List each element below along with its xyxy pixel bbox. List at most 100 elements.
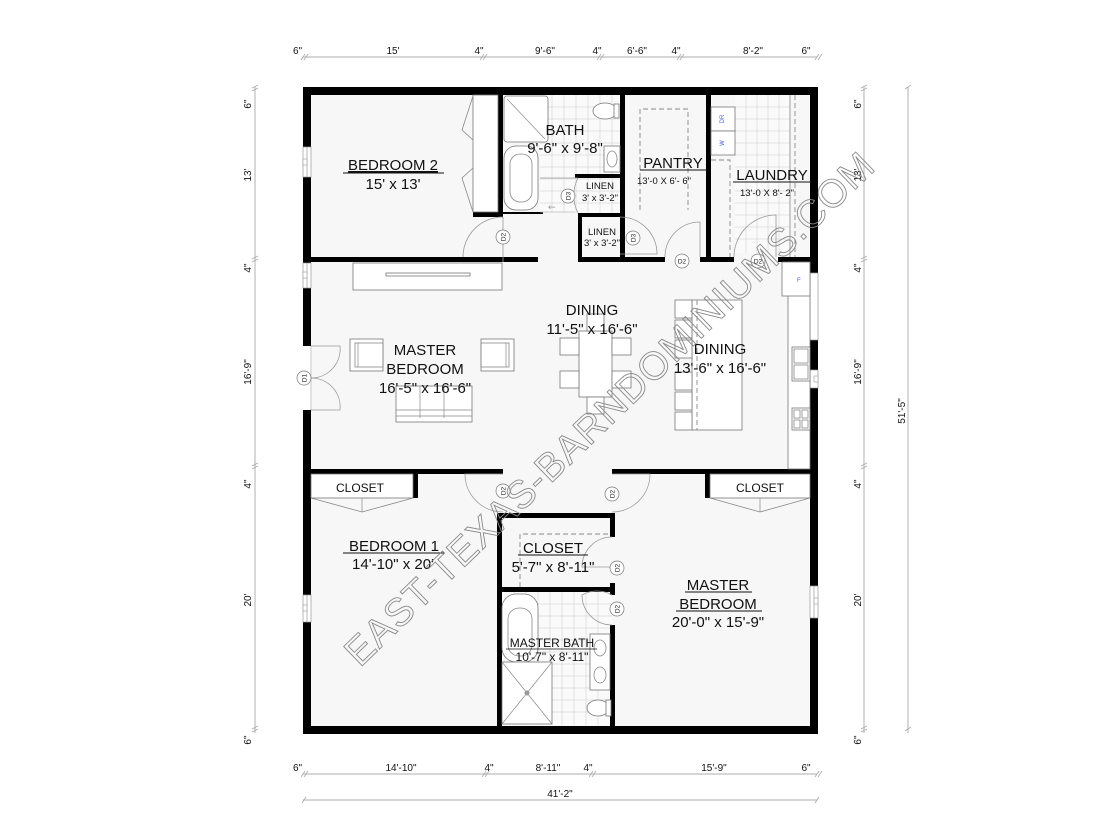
room-name: PANTRY: [643, 155, 702, 172]
room-name: CLOSET: [523, 540, 583, 557]
dim-bottom-1: 14'-10": [385, 763, 416, 774]
window-bedroom2: [302, 146, 312, 178]
dim-top-8: 6": [801, 46, 811, 57]
window-living: [302, 262, 312, 289]
double-vanity-icon: [589, 633, 611, 691]
room-size: 5'-7" x 8'-11": [512, 559, 595, 576]
dim-top-1: 15': [386, 46, 399, 57]
fridge-label: F: [797, 278, 801, 284]
door-linen1[interactable]: D3: [560, 188, 576, 204]
laundry-tile-floor: [735, 95, 790, 253]
door-tag: D2: [501, 486, 508, 495]
dim-top-4: 4": [592, 46, 602, 57]
dim-bottom-0: 6": [293, 763, 303, 774]
room-name-line2: BEDROOM: [679, 596, 757, 613]
room-master-bath: MASTER BATH 10'-7" x 8'-11": [506, 636, 597, 664]
kitchen-sink-icon: [791, 346, 811, 382]
living-furniture: [349, 262, 515, 423]
label-closet-right: CLOSET: [736, 481, 785, 495]
windows: [302, 146, 819, 623]
room-size: 15' x 13': [366, 176, 421, 193]
window-bedroom1: [302, 594, 312, 623]
dim-top-5: 6'-6": [627, 46, 647, 57]
room-name-line1: MASTER: [687, 577, 750, 594]
dining-table-set: [559, 313, 632, 415]
room-master-bedroom: MASTER BEDROOM 20'-0" x 15'-9": [672, 577, 764, 631]
room-laundry: LAUNDRY 13'-0 X 8'- 2": [733, 167, 812, 199]
room-name: MASTER BATH: [510, 636, 594, 650]
dim-right-5: 20': [853, 593, 864, 606]
door-bedroom2[interactable]: D2: [462, 216, 511, 262]
room-pantry: PANTRY 13'-0 X 6'- 6": [637, 155, 707, 187]
right-dimension-string: 6" 13' 4" 16'-9" 4" 20' 6" 51'-5": [853, 84, 912, 745]
label-closet-left: CLOSET: [336, 481, 385, 495]
door-master-bath[interactable]: D2: [581, 590, 625, 626]
armchair-left: [349, 338, 384, 372]
dryer-icon: [710, 106, 736, 132]
door-laundry[interactable]: D2: [733, 214, 777, 269]
door-tag: D1: [302, 373, 309, 382]
door-bedroom1[interactable]: D2: [464, 473, 511, 513]
room-name: LAUNDRY: [736, 167, 807, 184]
exterior-walls: [303, 87, 818, 734]
room-master-bedroom-living: MASTER BEDROOM 16'-5" x 16'-6": [379, 342, 471, 397]
dryer-label: DR: [720, 114, 726, 123]
dim-top-6: 4": [671, 46, 681, 57]
dim-left-5: 20': [243, 593, 254, 606]
dim-left-0: 6": [243, 99, 254, 109]
door-master-bedroom[interactable]: D2: [604, 473, 651, 513]
doors: D1 D2 ← D3 D3 D2 D2: [296, 177, 777, 626]
armchair-right: [480, 338, 515, 372]
room-size: 20'-0" x 15'-9": [672, 614, 764, 631]
dim-bottom-5: 15'-9": [701, 763, 727, 774]
dim-right-6: 6": [853, 735, 864, 745]
top-dimension-string: 6" 15' 4" 9'-6" 4" 6'-6" 4" 8'-2" 6": [293, 46, 823, 61]
door-linen2[interactable]: D3: [619, 216, 658, 255]
dim-top-0: 6": [293, 46, 303, 57]
sink-icon: [603, 145, 621, 173]
room-name: BEDROOM 2: [348, 157, 438, 174]
bathtub-icon: [503, 145, 539, 211]
dim-right-3: 16'-9": [853, 359, 864, 385]
washer-label: W: [720, 140, 726, 146]
dim-left-4: 4": [243, 479, 254, 489]
dining-table: [578, 330, 613, 398]
island: [691, 299, 743, 431]
room-dining-1: DINING 11'-5" x 16'-6": [546, 302, 637, 338]
room-walkin-closet: CLOSET 5'-7" x 8'-11": [512, 540, 595, 576]
room-size: 3' x 3'-2": [582, 193, 618, 204]
dim-top-7: 8'-2": [743, 46, 763, 57]
room-bedroom2: BEDROOM 2 15' x 13': [343, 157, 444, 193]
door-pantry[interactable]: D2: [664, 221, 701, 269]
dim-left-6: 6": [243, 735, 254, 745]
bottom-dimension-string: 6" 14'-10" 4" 8'-11" 4" 15'-9" 6" 41'-2": [293, 763, 823, 804]
door-tag: D2: [754, 259, 763, 266]
window-kitchen: [809, 272, 819, 341]
bedroom2-closet: [461, 94, 499, 213]
tv-console: [352, 262, 503, 291]
master-closet: [709, 473, 811, 513]
room-name-line2: BEDROOM: [386, 361, 464, 378]
room-name: LINEN: [588, 227, 616, 238]
sofa: [395, 385, 473, 423]
dim-left-2: 4": [243, 263, 254, 273]
room-name: CLOSET: [336, 481, 385, 495]
door-walkin-closet[interactable]: D2: [581, 536, 625, 576]
entry-door-d1[interactable]: D1: [296, 345, 341, 411]
room-name: DINING: [566, 302, 619, 319]
room-bath: BATH 9'-6" x 9'-8": [527, 122, 603, 157]
door-tag: D2: [678, 259, 687, 266]
dim-right-4: 4": [853, 479, 864, 489]
dim-top-3: 9'-6": [535, 46, 555, 57]
overall-width-label: 41'-2": [547, 789, 573, 800]
room-size: 10'-7" x 8'-11": [516, 650, 589, 664]
room-size: 11'-5" x 16'-6": [546, 321, 637, 338]
room-name: DINING: [694, 341, 747, 358]
laundry-fixtures: DR W: [710, 95, 796, 257]
dim-bottom-3: 8'-11": [536, 763, 561, 774]
door-tag: D3: [566, 191, 573, 200]
dim-left-1: 13': [243, 168, 254, 181]
window-kitchen-sink: [809, 369, 819, 389]
room-linen-1: LINEN 3' x 3'-2": [582, 181, 618, 204]
